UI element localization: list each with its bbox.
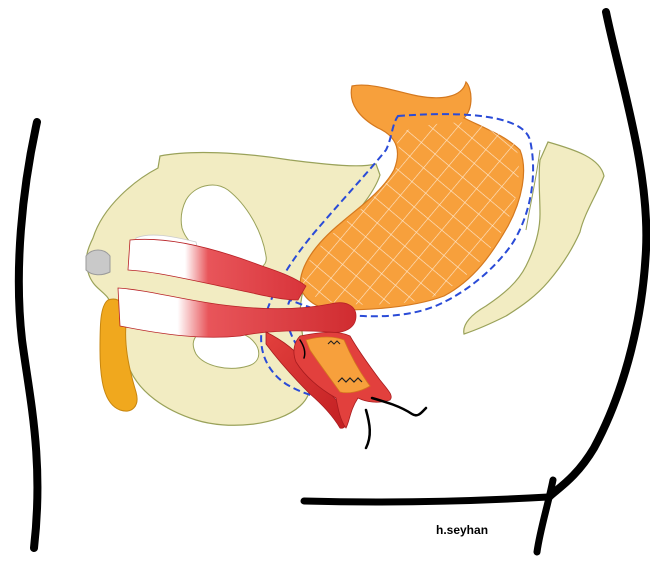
suture-thread-2 xyxy=(366,410,370,448)
body-outline-lower-right xyxy=(537,480,553,552)
body-outline-left xyxy=(19,122,38,548)
body-outline-bottom xyxy=(304,497,548,502)
suture-thread-1 xyxy=(372,398,426,415)
cartilage xyxy=(86,250,110,275)
sacrum-edge xyxy=(526,150,540,230)
author-credit: h.seyhan xyxy=(436,523,488,537)
